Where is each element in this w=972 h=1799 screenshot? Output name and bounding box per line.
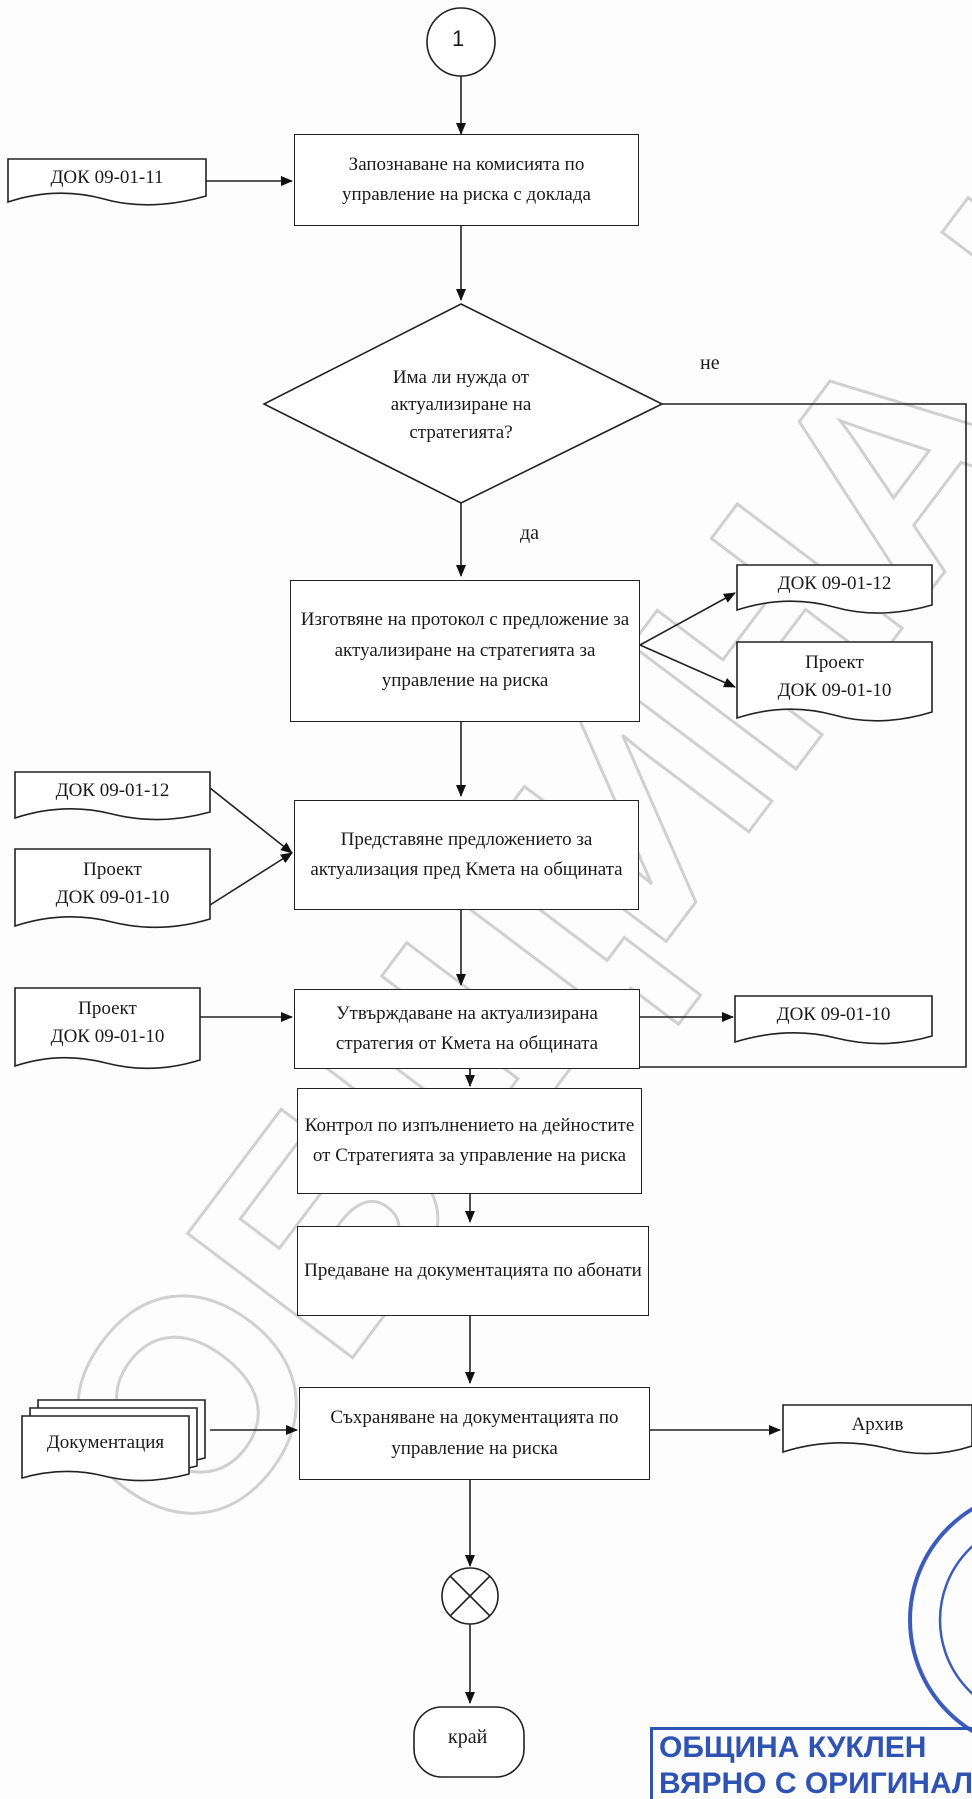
doc-shape (7, 158, 207, 206)
doc-input-09-01-12: ДОК 09-01-12 (55, 780, 170, 802)
doc-input-draft-09-01-10: Проект ДОК 09-01-10 (55, 859, 170, 908)
doc-output-09-01-12: ДОК 09-01-12 (777, 572, 892, 594)
step-present-proposal: Представяне предложението за актуализаци… (294, 800, 639, 910)
certification-stamp: ОБЩИНА КУКЛЕН ВЯРНО С ОРИГИНАЛА (650, 1727, 972, 1799)
doc-input-09-01-11: ДОК 09-01-11 (50, 166, 164, 188)
step-prepare-protocol: Изготвяне на протокол с предложение за а… (290, 580, 640, 722)
doc-input-draft-09-01-10-b: Проект ДОК 09-01-10 (50, 998, 165, 1047)
step-approve-strategy: Утвърждаване на актуализирана стратегия … (294, 989, 640, 1069)
doc-shape (14, 987, 201, 1070)
end-terminator (413, 1706, 525, 1778)
stamp-line-2: ВЯРНО С ОРИГИНАЛА (659, 1767, 972, 1799)
step-monitor-execution: Контрол по изпълнението на дейностите от… (297, 1088, 642, 1194)
doc-shape (14, 771, 211, 821)
step-distribute-docs: Предаване на документацията по абонати (297, 1226, 649, 1316)
doc-shape (21, 1415, 190, 1482)
flow-arrow (639, 644, 736, 688)
doc-shape (782, 1404, 972, 1455)
step-store-docs: Съхраняване на документацията по управле… (299, 1387, 650, 1480)
end-label: край (448, 1726, 488, 1748)
doc-shape (734, 995, 933, 1045)
no-branch-line (470, 403, 967, 1068)
step-review-report: Запознаване на комисията по управление н… (294, 134, 639, 226)
flow-arrow (639, 592, 736, 646)
branch-yes-label: да (520, 522, 540, 544)
doc-output-draft-09-01-10: Проект ДОК 09-01-10 (777, 652, 892, 701)
doc-archive: Архив (851, 1413, 904, 1435)
start-connector-label: 1 (452, 26, 465, 51)
round-stamp (908, 1506, 972, 1734)
doc-output-09-01-10: ДОК 09-01-10 (776, 1004, 891, 1026)
doc-shape (736, 564, 933, 614)
doc-documentation: Документация (46, 1432, 165, 1454)
branch-no-label: не (700, 352, 720, 374)
decision-text: Има ли нужда от актуализиране на стратег… (390, 366, 532, 443)
doc-shape (14, 848, 211, 929)
stamp-line-1: ОБЩИНА КУКЛЕН (659, 1731, 927, 1764)
doc-shape (736, 641, 933, 722)
flow-arrow (209, 852, 293, 906)
flow-arrow (209, 787, 293, 854)
